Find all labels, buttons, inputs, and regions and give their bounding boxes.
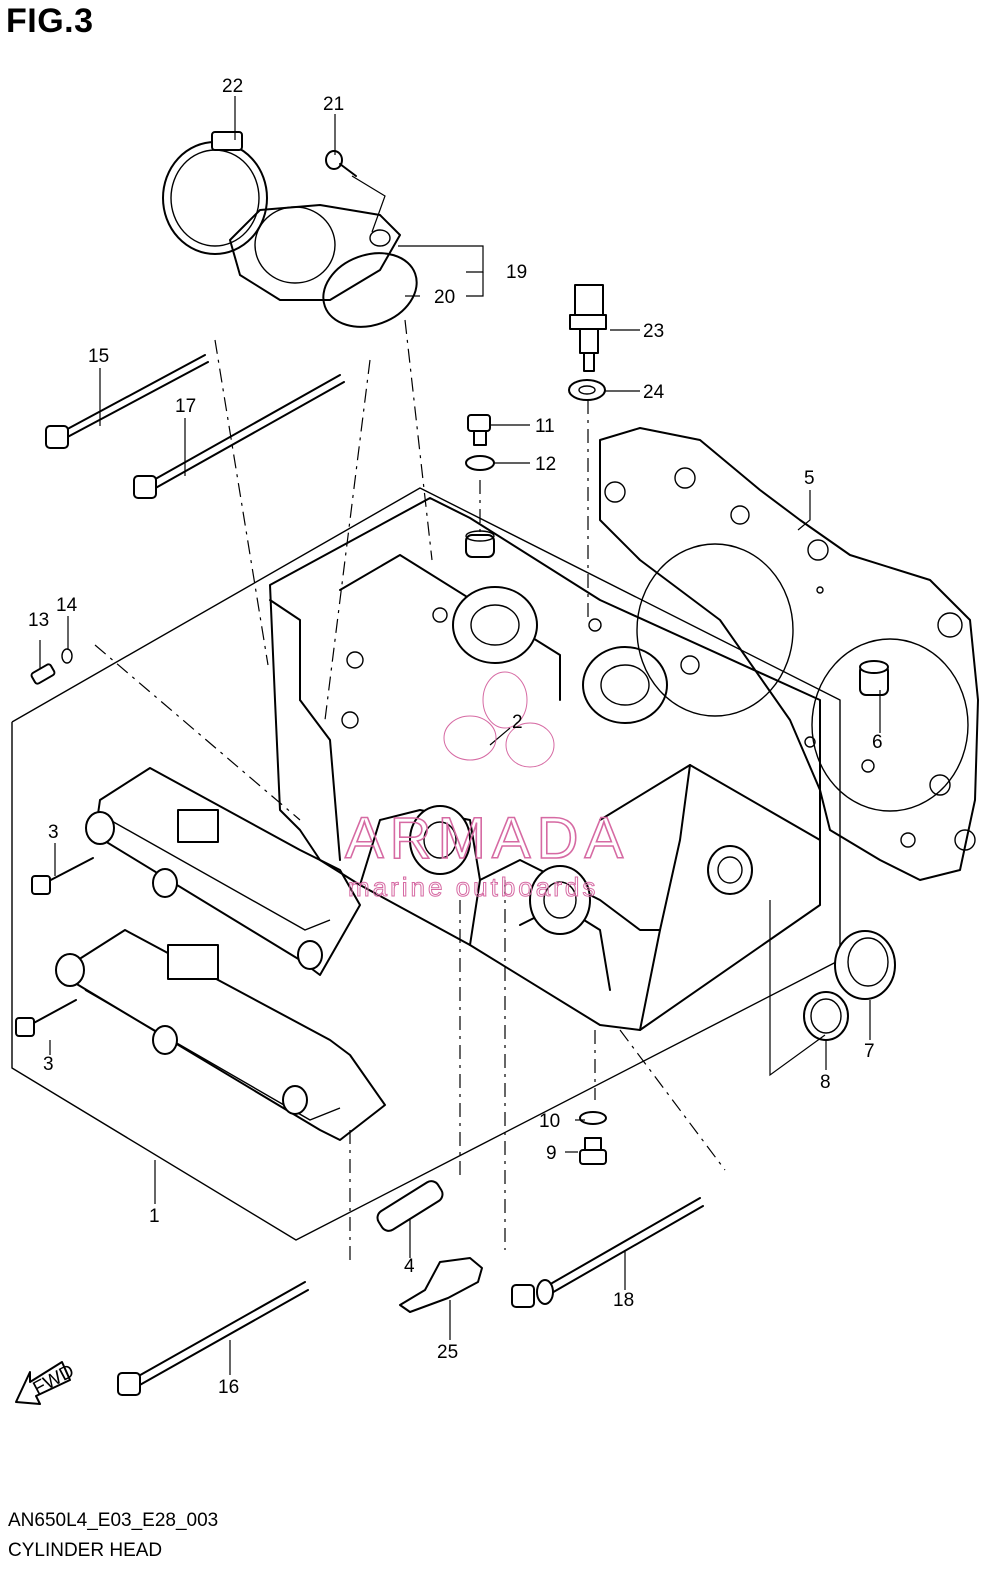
flange-bolt [467,414,491,446]
callout-15: 15 [88,346,109,367]
callout-2: 2 [512,712,523,733]
callout-10: 10 [539,1111,560,1132]
cap [834,930,896,1000]
callout-7: 7 [864,1041,875,1062]
diagram-name: CYLINDER HEAD [8,1540,163,1561]
diagram-code: AN650L4_E03_E28_003 [8,1510,219,1531]
callout-8: 8 [820,1072,831,1093]
cylinder-head-assembly [11,487,841,1241]
callout-21: 21 [323,94,344,115]
callout-labels: 22 21 19 20 23 24 15 17 11 12 5 13 14 2 … [28,76,883,1398]
cam-holder-bolt [31,857,94,895]
callout-17: 17 [175,396,196,417]
callout-22: 22 [222,76,243,97]
head-gasket [599,427,979,881]
callout-24: 24 [643,382,665,403]
cam-holder-upper [85,767,361,976]
callout-3-upper: 3 [48,822,59,843]
callout-12: 12 [535,454,556,475]
callout-4: 4 [404,1256,415,1277]
o-ring [322,252,418,328]
callout-23: 23 [643,321,664,342]
dowel-pin [859,660,889,696]
spark-plug [399,1257,483,1313]
watermark: ARMADA marine outboards [344,671,629,903]
long-bolt [511,1197,704,1308]
figure-title: FIG.3 [6,2,94,40]
callout-19: 19 [506,262,527,283]
callout-14: 14 [56,595,78,616]
callout-18: 18 [613,1290,634,1311]
plug-o-ring [61,648,73,664]
long-bolt [133,374,345,499]
watermark-tagline: marine outboards [348,872,598,902]
long-bolt [117,1281,309,1396]
valve-guide [376,1180,444,1232]
callout-20: 20 [434,287,455,308]
callout-13: 13 [28,610,49,631]
leader-lines [39,96,881,1375]
temperature-sensor [569,284,607,372]
long-bolt [45,354,209,449]
fwd-arrow-icon: FWD [15,1361,78,1405]
callout-3-lower: 3 [43,1054,54,1075]
callout-16: 16 [218,1377,239,1398]
sensor-gasket [568,379,606,401]
callout-1: 1 [149,1206,160,1227]
cam-holder-lower [55,929,386,1141]
cam-holder-bolt [15,999,77,1037]
callout-5: 5 [804,468,815,489]
plug [30,663,56,685]
drain-bolt [579,1137,607,1165]
callout-25: 25 [437,1342,458,1363]
drain-washer [579,1111,607,1125]
callout-6: 6 [872,732,883,753]
alignment-lines [94,319,726,1260]
callout-9: 9 [546,1143,557,1164]
screw [325,150,357,177]
washer [465,455,495,471]
callout-11: 11 [535,416,555,437]
hose-clamp [162,131,268,255]
cap-o-ring [803,991,849,1041]
thermostat-cover [229,204,401,301]
watermark-brand: ARMADA [345,806,629,871]
